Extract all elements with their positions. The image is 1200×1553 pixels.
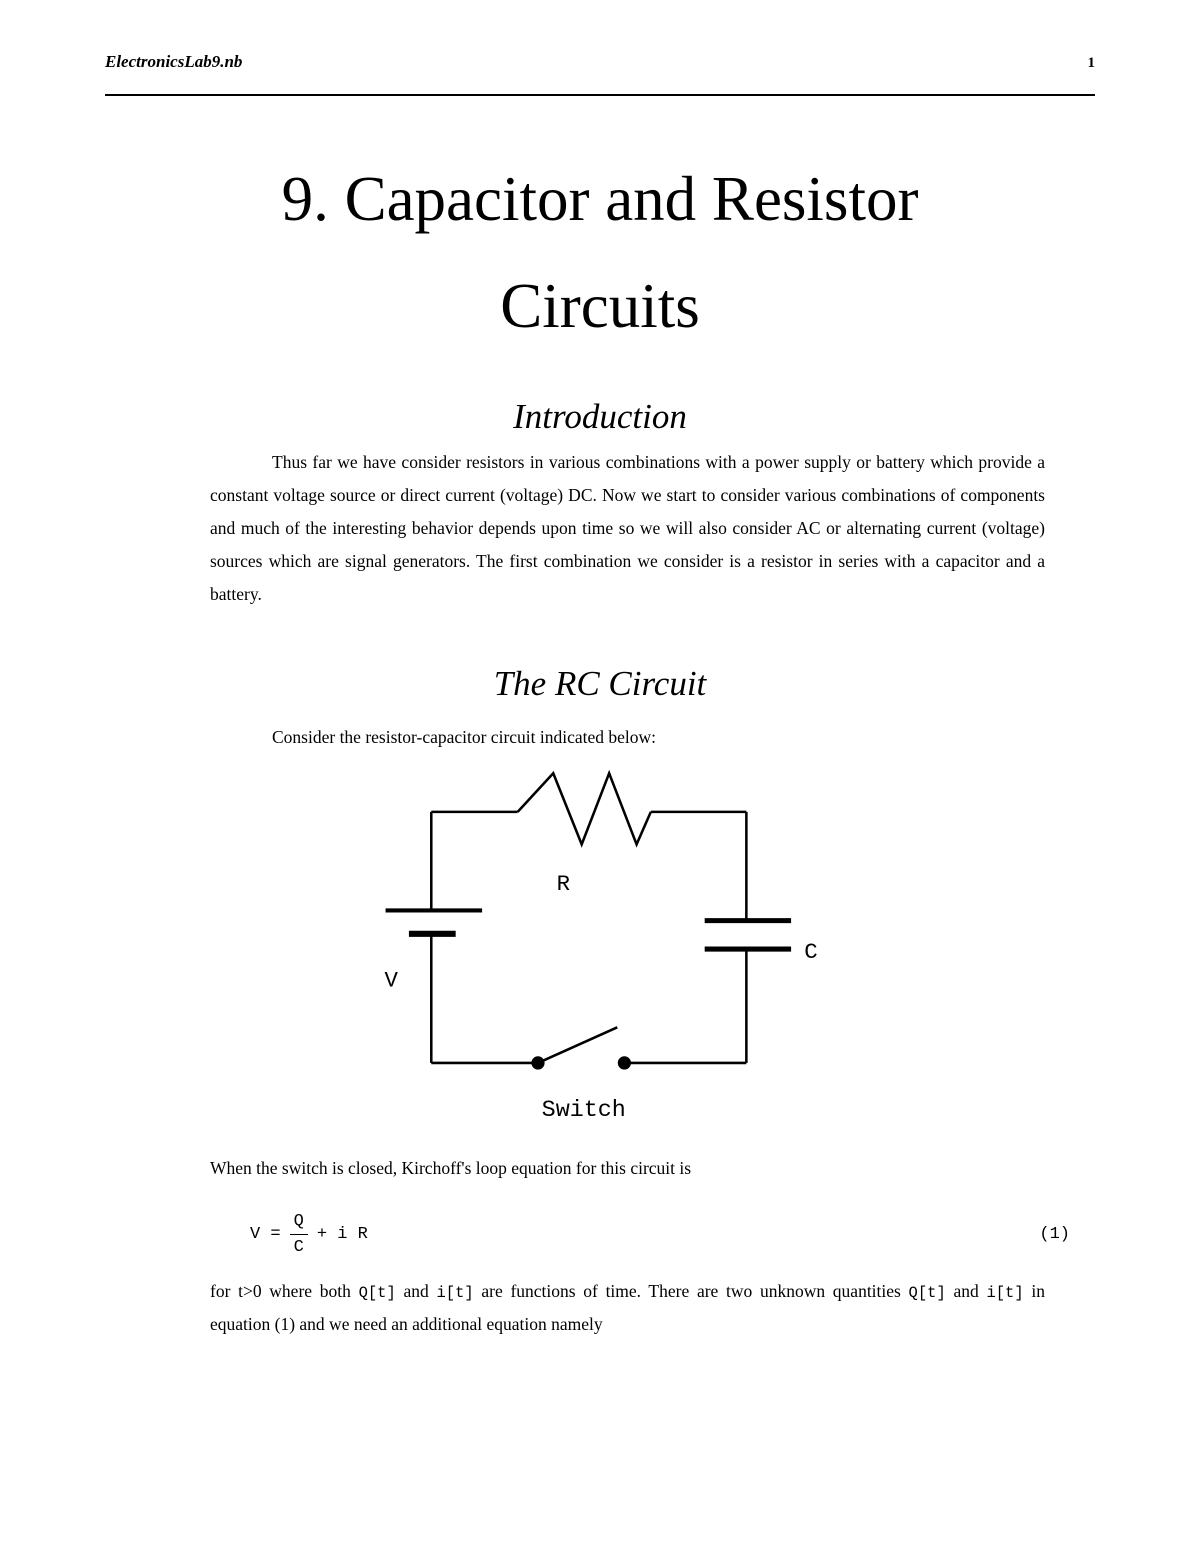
capacitor-label: C (804, 939, 817, 965)
page-number: 1 (1087, 55, 1096, 71)
switch-contact-left (531, 1056, 545, 1070)
kirchoff-paragraph: When the switch is closed, Kirchoff's lo… (210, 1158, 692, 1179)
equation-rhs: + i R (316, 1225, 368, 1245)
inline-code-q2: Q[t] (908, 1283, 946, 1302)
closing-text-5: in equation (1) and we need an additiona… (210, 1280, 1045, 1334)
resistor-symbol (516, 769, 652, 849)
section-heading-introduction: Introduction (513, 397, 687, 437)
battery-label: V (385, 968, 399, 994)
fraction-numerator: Q (289, 1211, 308, 1236)
section-heading-rc-circuit: The RC Circuit (493, 664, 707, 704)
rc-circuit-diagram: R V C Switch (105, 758, 1095, 1130)
closing-paragraph: for t>0 where both Q[t] and i[t] are fun… (210, 1275, 1045, 1341)
introduction-paragraph: Thus far we have consider resistors in v… (210, 452, 1045, 605)
closing-text-2: and (395, 1280, 437, 1301)
fraction-denominator: C (293, 1238, 304, 1258)
switch-contact-right (617, 1056, 631, 1070)
equation-number: (1) (1039, 1225, 1070, 1245)
equation-expression: V = Q C + i R (250, 1211, 368, 1259)
inline-code-i1: i[t] (436, 1283, 474, 1302)
switch-label: Switch (542, 1098, 626, 1124)
resistor-label: R (557, 871, 570, 897)
inline-code-i2: i[t] (986, 1283, 1024, 1302)
equation-fraction: Q C (289, 1211, 308, 1259)
document-title: 9. Capacitor and Resistor Circuits (105, 146, 1095, 360)
equation-1-row: V = Q C + i R (1) (250, 1211, 1070, 1259)
document-filename: ElectronicsLab9.nb (105, 52, 243, 71)
inline-code-q1: Q[t] (358, 1283, 396, 1302)
circuit-svg: R V C Switch (385, 769, 818, 1124)
title-line-2: Circuits (500, 271, 700, 342)
closing-text-1: for t>0 where both (210, 1280, 359, 1301)
circuit-lead-in-text: Consider the resistor-capacitor circuit … (272, 727, 657, 748)
closing-text-4: and (945, 1280, 987, 1301)
equation-lhs: V = (250, 1225, 281, 1245)
title-line-1: 9. Capacitor and Resistor (281, 164, 919, 234)
switch-lever (537, 1026, 618, 1065)
page-header: ElectronicsLab9.nb 1 (105, 52, 1095, 96)
closing-text-3: are functions of time. There are two unk… (473, 1280, 909, 1301)
